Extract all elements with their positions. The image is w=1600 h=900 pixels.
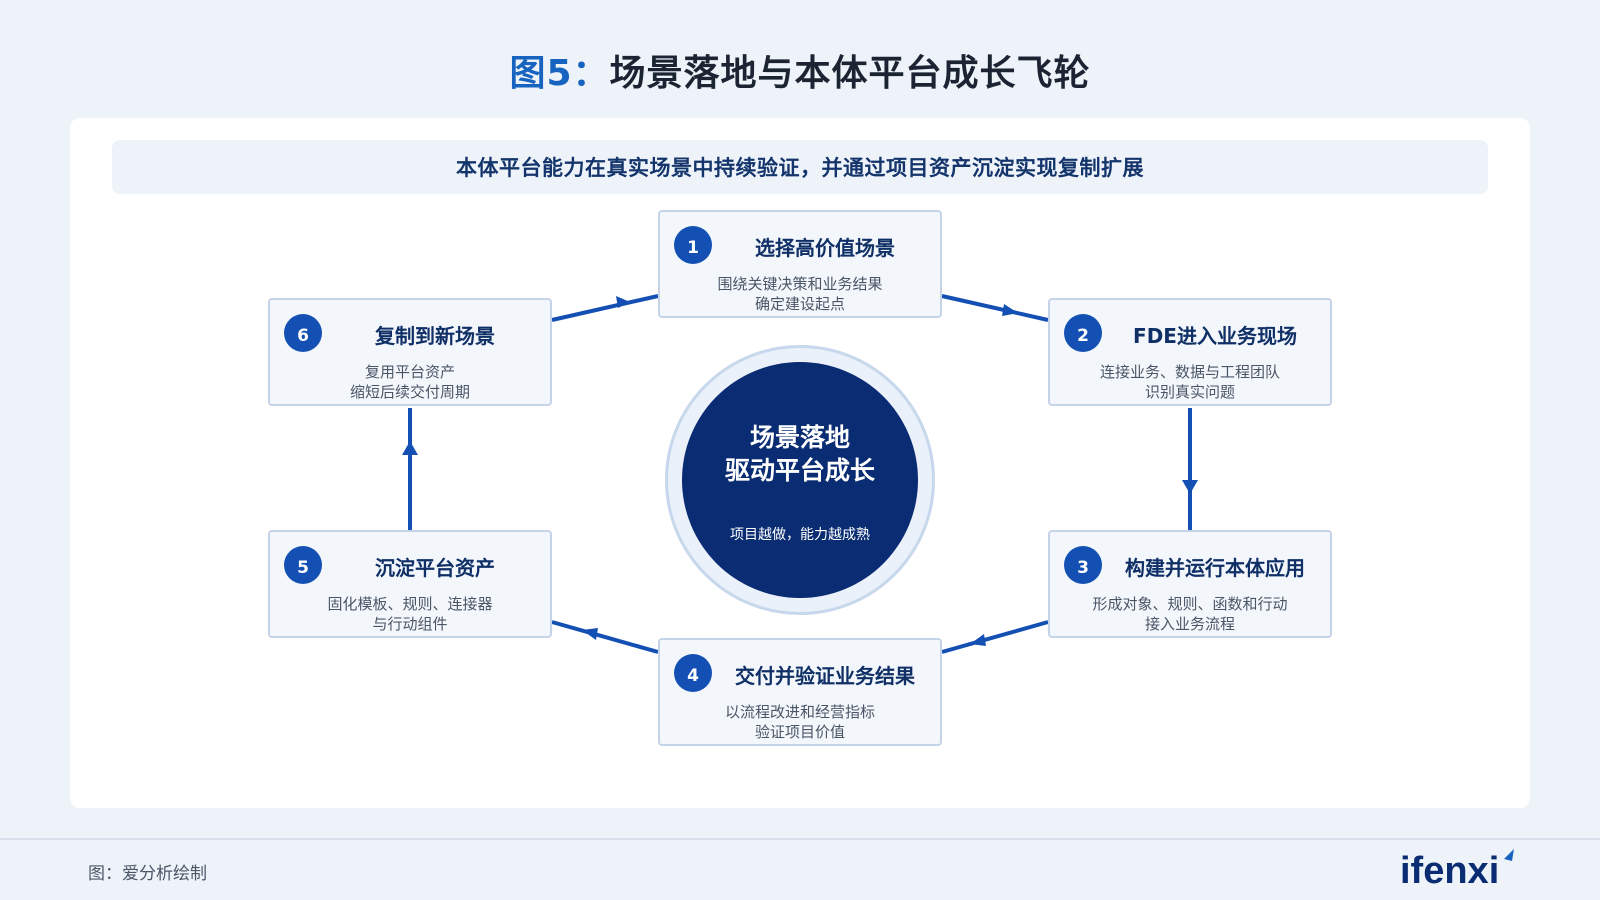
hub-title-line: 驱动平台成长 [724,456,875,485]
subtitle-banner: 本体平台能力在真实场景中持续验证，并通过项目资产沉淀实现复制扩展 [112,140,1488,194]
step-number-badge: 3 [1064,546,1102,584]
logo-text: ifenxi [1400,850,1499,892]
figure-title: 场景落地与本体平台成长飞轮 [609,53,1091,94]
step-description-line: 确定建设起点 [754,295,845,313]
step-title: 选择高价值场景 [755,236,895,260]
step-title: 复制到新场景 [375,324,495,348]
connector-4-to-5 [551,620,659,654]
hub-subtitle: 项目越做，能力越成熟 [730,527,870,543]
step-number-badge: 1 [674,226,712,264]
step-description-line: 缩短后续交付周期 [349,383,470,401]
step-description: 围绕关键决策和业务结果 确定建设起点 [660,274,940,314]
step-description-line: 围绕关键决策和业务结果 [717,275,883,293]
connector-6-to-1 [551,294,659,322]
step-description-line: 复用平台资产 [364,363,455,381]
step-description: 连接业务、数据与工程团队 识别真实问题 [1050,362,1330,402]
step-description: 固化模板、规则、连接器 与行动组件 [270,594,550,634]
step-description-line: 接入业务流程 [1144,615,1235,633]
step-description-line: 连接业务、数据与工程团队 [1099,363,1280,381]
arrowhead-3-to-4 [970,634,986,646]
step-description-line: 识别真实问题 [1144,383,1235,401]
connector-3-to-4 [941,620,1049,654]
flywheel-step-2: 2 FDE进入业务现场 连接业务、数据与工程团队 识别真实问题 [1048,298,1332,406]
arrowhead-6-to-1 [616,296,630,308]
flywheel-step-3: 3 构建并运行本体应用 形成对象、规则、函数和行动 接入业务流程 [1048,530,1332,638]
step-description: 复用平台资产 缩短后续交付周期 [270,362,550,402]
arrowhead-1-to-2 [1002,304,1018,316]
flywheel-step-4: 4 交付并验证业务结果 以流程改进和经营指标 验证项目价值 [658,638,942,746]
step-title: 交付并验证业务结果 [735,664,915,688]
step-title: 构建并运行本体应用 [1125,556,1305,580]
connector-1-to-2 [941,294,1049,322]
step-description-line: 形成对象、规则、函数和行动 [1092,595,1288,613]
flywheel-step-6: 6 复制到新场景 复用平台资产 缩短后续交付周期 [268,298,552,406]
step-description-line: 固化模板、规则、连接器 [327,595,493,613]
step-description: 形成对象、规则、函数和行动 接入业务流程 [1050,594,1330,634]
hub-title: 场景落地 驱动平台成长 [682,421,918,487]
ifenxi-logo: ifenxi [1400,849,1514,892]
step-number-badge: 2 [1064,314,1102,352]
step-number-badge: 5 [284,546,322,584]
step-title: FDE进入业务现场 [1133,324,1297,348]
footer-divider [0,838,1600,840]
page-title: 图5：场景落地与本体平台成长飞轮 [0,44,1600,96]
step-description-line: 以流程改进和经营指标 [724,703,875,721]
step-title: 沉淀平台资产 [375,556,495,580]
step-number-badge: 6 [284,314,322,352]
flywheel-step-1: 1 选择高价值场景 围绕关键决策和业务结果 确定建设起点 [658,210,942,318]
step-number-badge: 4 [674,654,712,692]
step-description-line: 与行动组件 [372,615,448,633]
flywheel-step-5: 5 沉淀平台资产 固化模板、规则、连接器 与行动组件 [268,530,552,638]
hub-circle [682,362,918,598]
step-description: 以流程改进和经营指标 验证项目价值 [660,702,940,742]
subtitle-text: 本体平台能力在真实场景中持续验证，并通过项目资产沉淀实现复制扩展 [456,156,1144,180]
hub-title-line: 场景落地 [749,423,850,452]
arrowhead-5-to-6 [402,441,418,455]
arrowhead-2-to-3 [1182,480,1198,494]
arrowhead-4-to-5 [582,628,598,640]
step-description-line: 验证项目价值 [754,723,845,741]
source-note: 图：爱分析绘制 [88,864,207,884]
figure-number: 图5： [509,53,610,94]
